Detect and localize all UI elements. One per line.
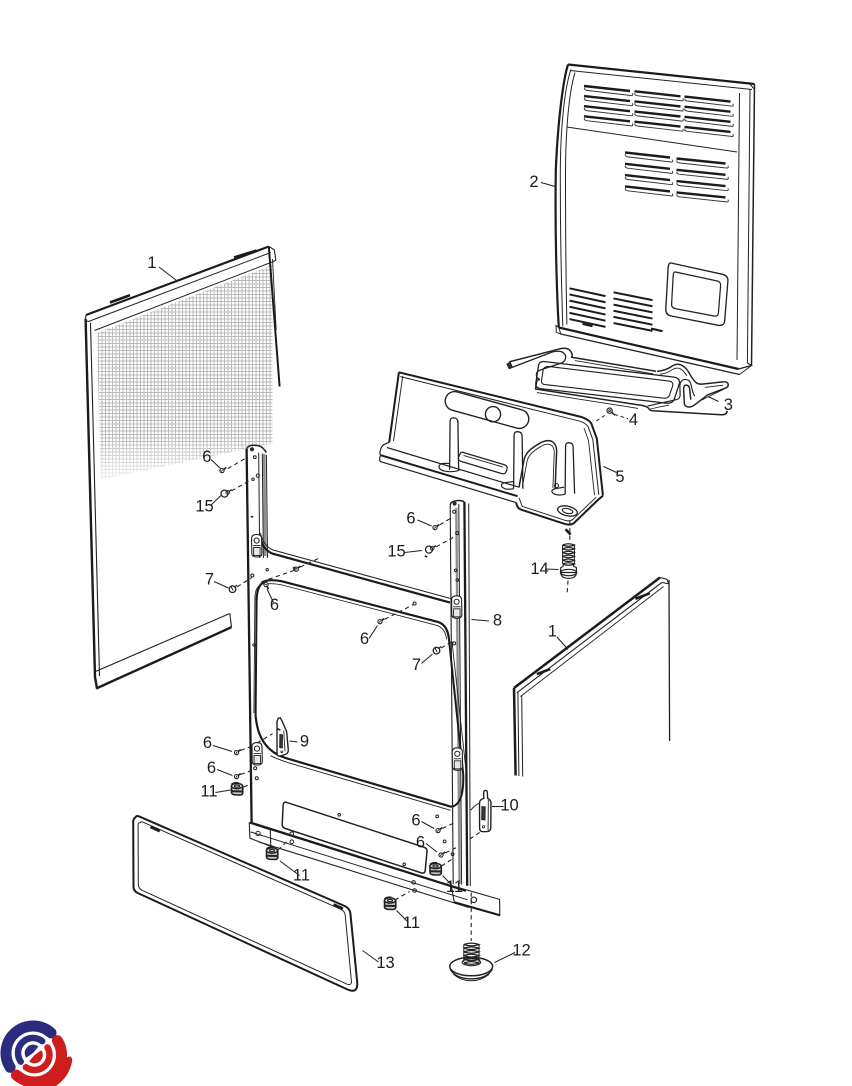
svg-text:2: 2 bbox=[529, 173, 538, 191]
svg-text:11: 11 bbox=[446, 878, 463, 896]
svg-text:6: 6 bbox=[202, 448, 211, 466]
svg-text:1: 1 bbox=[548, 623, 557, 641]
svg-text:5: 5 bbox=[615, 468, 624, 486]
svg-text:13: 13 bbox=[376, 954, 394, 972]
svg-text:6: 6 bbox=[406, 510, 415, 528]
svg-text:1: 1 bbox=[147, 254, 156, 272]
svg-text:11: 11 bbox=[293, 867, 310, 885]
svg-text:6: 6 bbox=[416, 834, 425, 852]
svg-text:12: 12 bbox=[512, 942, 530, 960]
svg-text:7: 7 bbox=[205, 571, 214, 589]
svg-text:11: 11 bbox=[403, 914, 420, 932]
svg-text:6: 6 bbox=[360, 630, 369, 648]
svg-text:15: 15 bbox=[195, 498, 213, 516]
svg-text:14: 14 bbox=[530, 560, 548, 578]
svg-text:11: 11 bbox=[200, 783, 217, 801]
svg-text:4: 4 bbox=[629, 411, 638, 429]
svg-text:7: 7 bbox=[412, 656, 421, 674]
svg-text:6: 6 bbox=[411, 812, 420, 830]
svg-text:6: 6 bbox=[203, 734, 212, 752]
svg-text:15: 15 bbox=[387, 543, 405, 561]
svg-text:9: 9 bbox=[300, 733, 309, 751]
svg-text:3: 3 bbox=[724, 396, 733, 414]
svg-text:10: 10 bbox=[500, 797, 518, 815]
svg-text:6: 6 bbox=[207, 759, 216, 777]
svg-text:8: 8 bbox=[493, 612, 502, 630]
svg-text:6: 6 bbox=[270, 596, 279, 614]
